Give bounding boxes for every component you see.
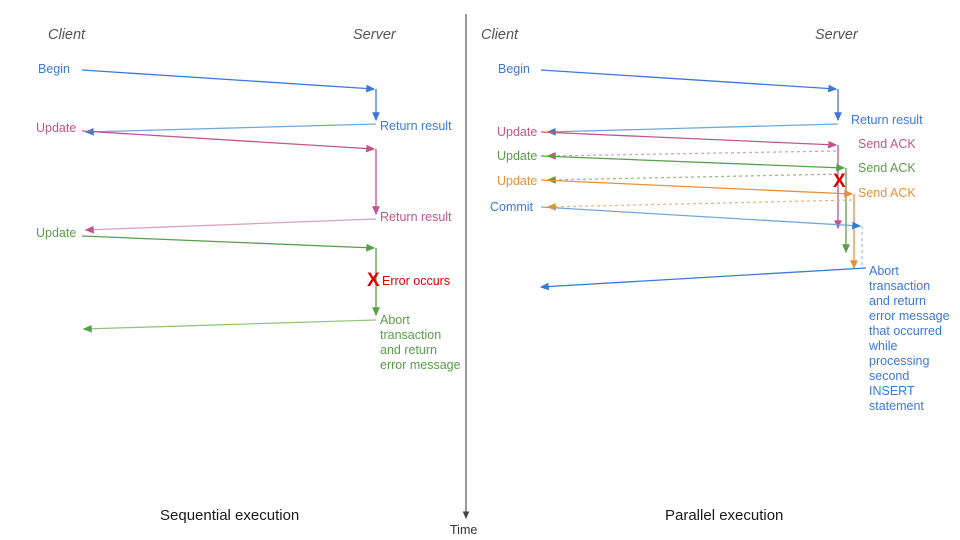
right-client-label-update-3: Update: [497, 174, 538, 188]
left-client-label-update-2: Update: [36, 226, 77, 240]
left-arrow-begin: [81, 69, 380, 122]
left-error-occurs-label: Error occurs: [382, 274, 451, 288]
left-arrow-abort: [82, 319, 377, 333]
right-client-label-commit: Commit: [490, 200, 534, 214]
left-actor-client: Client: [48, 27, 86, 43]
right-abort-message: Abort transaction and return error messa…: [869, 264, 950, 413]
right-arrow-begin: [540, 69, 842, 122]
time-axis-label: Time: [450, 523, 478, 537]
left-arrow-update-1: [81, 130, 380, 216]
right-actor-client: Client: [481, 27, 519, 43]
right-server-label-send-ack-2: Send ACK: [858, 161, 916, 175]
right-client-label-begin: Begin: [498, 62, 530, 76]
right-arrow-commit: [540, 206, 863, 266]
left-panel-caption: Sequential execution: [160, 507, 300, 524]
right-arrow-return-result: [546, 123, 839, 136]
right-client-label-update-1: Update: [497, 125, 538, 139]
left-abort-message: Abort transaction and return error messa…: [380, 313, 461, 372]
right-arrow-update-3: [540, 179, 858, 270]
left-arrow-return-result-1: [84, 123, 377, 136]
right-server-label-send-ack-3: Send ACK: [858, 186, 916, 200]
right-server-label-send-ack-1: Send ACK: [858, 137, 916, 151]
left-server-label-return-result-1: Return result: [380, 119, 452, 133]
right-arrow-update-1: [540, 131, 842, 230]
left-client-label-begin: Begin: [38, 62, 70, 76]
right-client-label-update-2: Update: [497, 149, 538, 163]
left-arrow-return-result-2: [84, 218, 377, 234]
right-server-label-return-result: Return result: [851, 113, 923, 127]
left-actor-server: Server: [353, 27, 396, 43]
left-arrow-update-2: [81, 235, 380, 317]
left-error-x-icon: X: [367, 270, 380, 291]
right-actor-server: Server: [815, 27, 858, 43]
right-error-x-icon: X: [833, 171, 846, 192]
right-panel-caption: Parallel execution: [665, 507, 784, 524]
left-client-label-update-1: Update: [36, 121, 77, 135]
right-arrow-update-2: [540, 155, 850, 254]
left-server-label-return-result-2: Return result: [380, 210, 452, 224]
right-arrow-abort: [539, 267, 867, 291]
